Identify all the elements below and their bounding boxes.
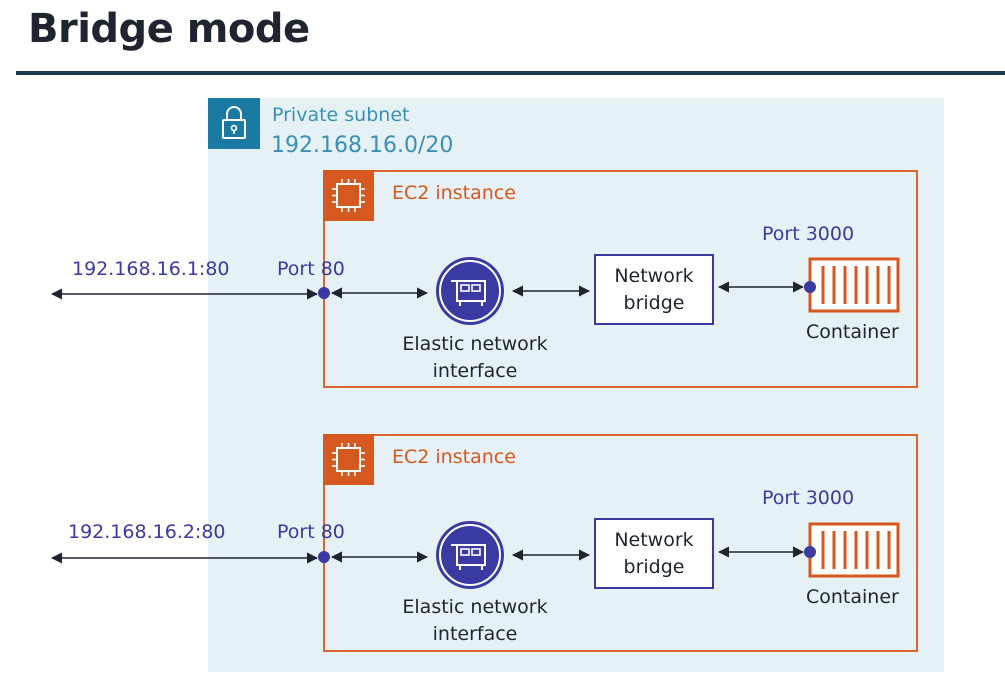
lock-icon xyxy=(208,98,260,149)
container-icon xyxy=(808,257,900,313)
network-interface-icon xyxy=(436,257,504,325)
bridge-label-line2: bridge xyxy=(623,555,685,578)
chip-icon xyxy=(323,434,374,485)
external-address-2: 192.168.16.2:80 xyxy=(68,521,226,543)
host-port-dot-1 xyxy=(318,287,330,299)
eni-label-line1: Elastic network xyxy=(402,333,548,355)
external-address-1: 192.168.16.1:80 xyxy=(72,258,230,280)
container-label-1: Container xyxy=(806,321,899,343)
eni-label-line2: interface xyxy=(432,623,518,645)
ec2-instance-box-1 xyxy=(323,170,918,388)
chip-icon xyxy=(323,170,374,221)
ec2-instance-label-2: EC2 instance xyxy=(392,446,516,468)
network-interface-icon xyxy=(436,521,504,589)
bridge-label-line2: bridge xyxy=(623,291,685,314)
ec2-instance-box-2 xyxy=(323,434,918,652)
bridge-label-line1: Network xyxy=(614,264,694,287)
eni-label-line2: interface xyxy=(432,360,518,382)
container-port-label-2: Port 3000 xyxy=(762,487,855,509)
host-port-label-1: Port 80 xyxy=(277,258,345,280)
eni-label-1: Elastic network interface xyxy=(395,331,555,385)
ec2-instance-label-1: EC2 instance xyxy=(392,182,516,204)
host-port-dot-2 xyxy=(318,551,330,563)
slide-title: Bridge mode xyxy=(28,6,310,52)
title-divider xyxy=(16,71,1005,75)
container-port-dot-2 xyxy=(804,546,816,558)
subnet-cidr: 192.168.16.0/20 xyxy=(271,133,454,158)
container-port-dot-1 xyxy=(804,281,816,293)
container-icon xyxy=(808,522,900,578)
host-port-label-2: Port 80 xyxy=(277,521,345,543)
eni-label-line1: Elastic network xyxy=(402,596,548,618)
container-label-2: Container xyxy=(806,586,899,608)
network-bridge-box-2: Network bridge xyxy=(594,518,714,589)
subnet-name: Private subnet xyxy=(272,104,410,126)
bridge-label-line1: Network xyxy=(614,528,694,551)
eni-label-2: Elastic network interface xyxy=(395,594,555,648)
container-port-label-1: Port 3000 xyxy=(762,223,855,245)
network-bridge-box-1: Network bridge xyxy=(594,254,714,325)
